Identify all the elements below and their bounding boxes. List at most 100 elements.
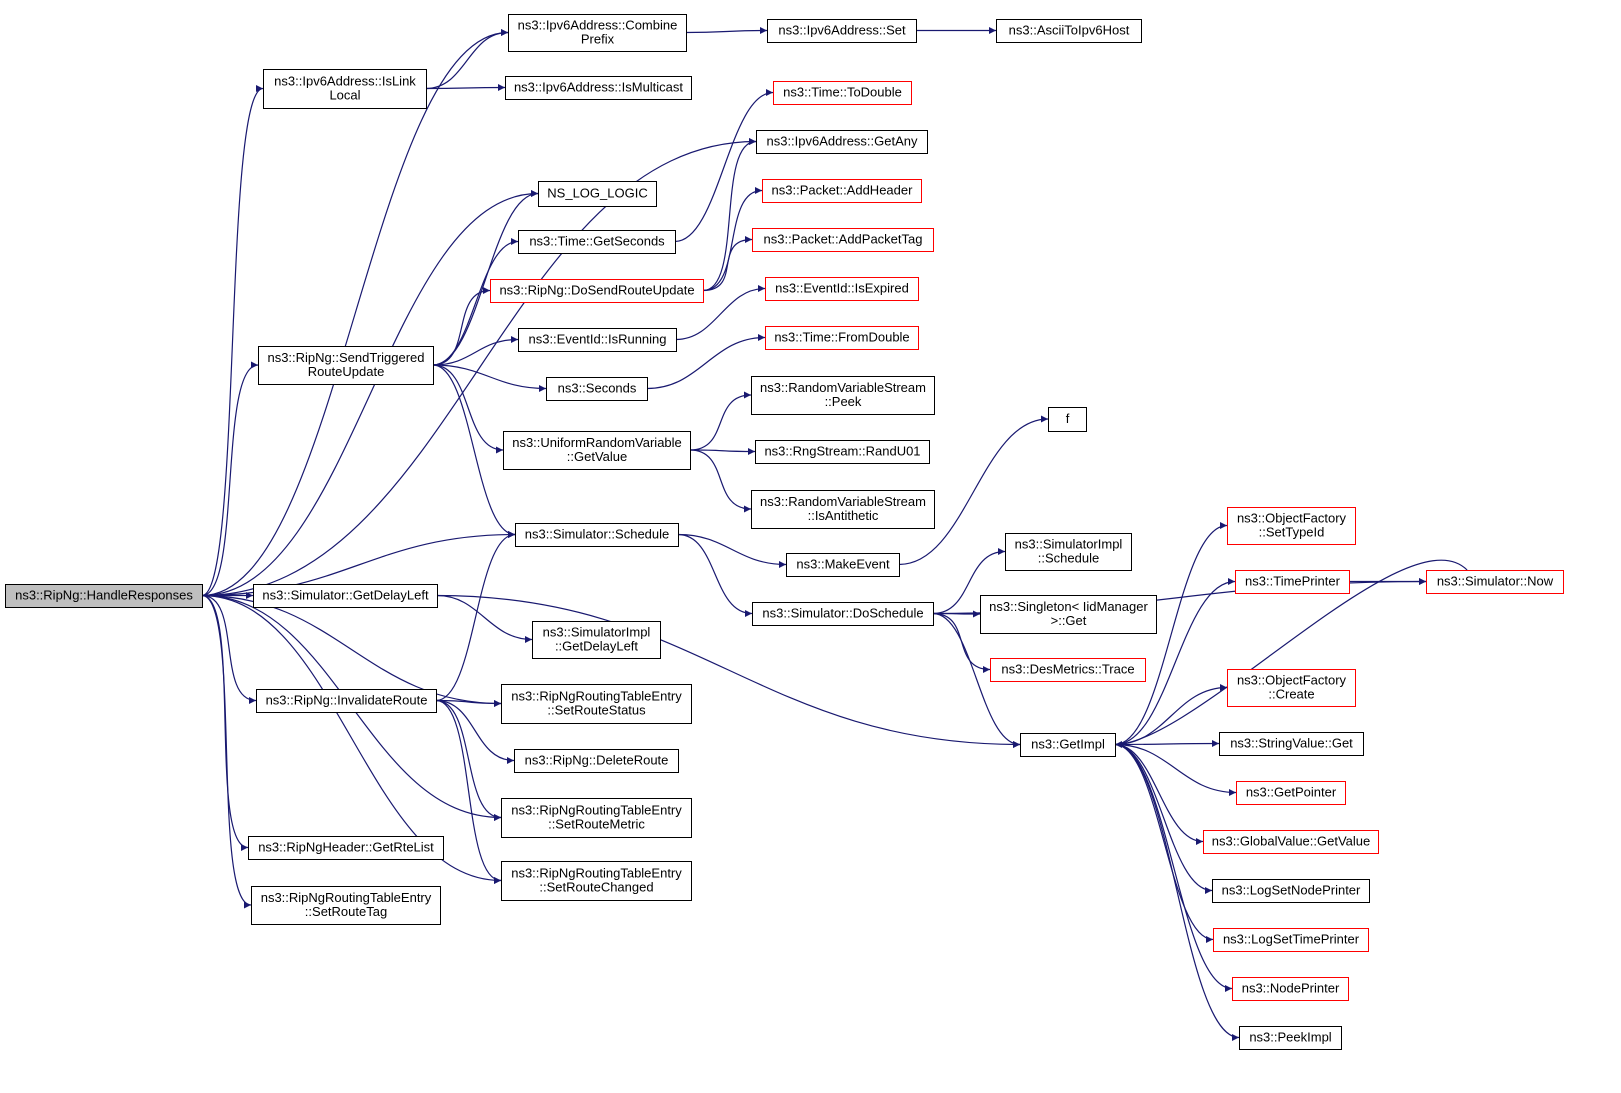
edge-get-impl-to-global-value-get-value xyxy=(1114,743,1204,845)
node-rt-set-route-status[interactable]: ns3::RipNgRoutingTableEntry::SetRouteSta… xyxy=(501,684,692,724)
node-make-event[interactable]: ns3::MakeEvent xyxy=(786,553,900,577)
node-label: ns3::Packet::AddHeader xyxy=(772,183,914,198)
node-label: ns3::Simulator::GetDelayLeft xyxy=(262,588,429,603)
nodes-layer: ns3::RipNg::HandleResponses ns3::Ipv6Addr… xyxy=(5,14,1564,1050)
node-box xyxy=(980,595,1157,634)
edge-invalidate-route-to-rt-set-route-changed xyxy=(435,699,502,884)
node-urv-get-value[interactable]: ns3::UniformRandomVariable::GetValue xyxy=(503,431,691,470)
node-event-id-is-expired[interactable]: ns3::EventId::IsExpired xyxy=(765,277,919,301)
node-rng-rand-u01[interactable]: ns3::RngStream::RandU01 xyxy=(755,440,930,464)
node-invalidate-route[interactable]: ns3::RipNg::InvalidateRoute xyxy=(256,689,437,713)
node-time-from-double[interactable]: ns3::Time::FromDouble xyxy=(765,326,919,350)
node-ns-log-logic[interactable]: NS_LOG_LOGIC xyxy=(538,181,657,207)
edge-send-triggered-route-update-to-sim-schedule xyxy=(432,364,516,538)
node-box xyxy=(490,279,704,303)
node-box xyxy=(1232,977,1349,1001)
node-global-value-get-value[interactable]: ns3::GlobalValue::GetValue xyxy=(1203,830,1379,854)
node-rt-set-route-tag[interactable]: ns3::RipNgRoutingTableEntry::SetRouteTag xyxy=(251,886,441,925)
node-box xyxy=(503,431,691,470)
node-node-printer[interactable]: ns3::NodePrinter xyxy=(1232,977,1349,1001)
node-log-set-time-printer[interactable]: ns3::LogSetTimePrinter xyxy=(1213,928,1369,952)
edge-get-impl-to-log-set-node-printer xyxy=(1114,743,1213,894)
edge-ipv6-is-link-local-to-ipv6-combine-prefix xyxy=(425,29,509,90)
node-label: ns3::RipNgRoutingTableEntry xyxy=(511,803,682,818)
node-box xyxy=(251,886,441,925)
node-label: ns3::RipNgRoutingTableEntry xyxy=(511,689,682,704)
node-box xyxy=(518,328,677,352)
node-rt-set-route-changed[interactable]: ns3::RipNgRoutingTableEntry::SetRouteCha… xyxy=(501,861,692,901)
node-box xyxy=(1236,781,1346,805)
node-box xyxy=(258,346,434,385)
edge-handle-responses-to-ipv6-combine-prefix xyxy=(201,29,509,597)
edge-sim-do-schedule-to-get-impl xyxy=(932,612,1021,748)
node-get-pointer[interactable]: ns3::GetPointer xyxy=(1236,781,1346,805)
edge-invalidate-route-to-sim-schedule xyxy=(435,531,516,702)
node-sim-do-schedule[interactable]: ns3::Simulator::DoSchedule xyxy=(752,602,934,626)
edge-invalidate-route-to-rt-set-route-metric xyxy=(435,699,502,821)
node-time-to-double[interactable]: ns3::Time::ToDouble xyxy=(773,81,912,105)
node-rvs-is-antithetic[interactable]: ns3::RandomVariableStream::IsAntithetic xyxy=(751,490,935,529)
node-do-send-route-update[interactable]: ns3::RipNg::DoSendRouteUpdate xyxy=(490,279,704,303)
node-of-create[interactable]: ns3::ObjectFactory::Create xyxy=(1227,669,1356,707)
edge-do-send-route-update-to-packet-add-header xyxy=(702,187,763,292)
node-sim-impl-schedule[interactable]: ns3::SimulatorImpl::Schedule xyxy=(1005,533,1132,571)
node-delete-route[interactable]: ns3::RipNg::DeleteRoute xyxy=(514,749,679,773)
node-packet-add-header[interactable]: ns3::Packet::AddHeader xyxy=(762,179,922,203)
node-box xyxy=(765,277,919,301)
node-label: Local xyxy=(329,88,360,103)
node-box xyxy=(518,230,676,254)
node-box xyxy=(1020,733,1116,757)
node-box xyxy=(263,69,427,109)
node-string-value-get[interactable]: ns3::StringValue::Get xyxy=(1219,732,1364,756)
node-box xyxy=(1212,879,1370,903)
node-singleton-get[interactable]: ns3::Singleton< IidManager>::Get xyxy=(980,595,1157,634)
node-log-set-node-printer[interactable]: ns3::LogSetNodePrinter xyxy=(1212,879,1370,903)
node-label: ns3::RipNgRoutingTableEntry xyxy=(511,866,682,881)
node-des-metrics-trace[interactable]: ns3::DesMetrics::Trace xyxy=(990,658,1146,682)
node-label: ::GetValue xyxy=(567,449,627,464)
node-label: ns3::Time::GetSeconds xyxy=(529,234,665,249)
node-box xyxy=(1048,407,1087,432)
node-event-id-is-running[interactable]: ns3::EventId::IsRunning xyxy=(518,328,677,352)
edge-sim-now-to-get-impl xyxy=(1114,559,1468,748)
node-ipv6-is-multicast[interactable]: ns3::Ipv6Address::IsMulticast xyxy=(505,76,692,100)
node-label: ns3::GetPointer xyxy=(1246,785,1337,800)
node-ascii-to-ipv6-host[interactable]: ns3::AsciiToIpv6Host xyxy=(996,19,1142,43)
node-peek-impl[interactable]: ns3::PeekImpl xyxy=(1239,1026,1342,1050)
node-box xyxy=(767,19,917,43)
node-sim-impl-get-delay-left[interactable]: ns3::SimulatorImpl::GetDelayLeft xyxy=(532,621,661,659)
node-ipv6-get-any[interactable]: ns3::Ipv6Address::GetAny xyxy=(756,130,928,154)
node-sim-get-delay-left[interactable]: ns3::Simulator::GetDelayLeft xyxy=(253,584,438,608)
node-of-set-type-id[interactable]: ns3::ObjectFactory::SetTypeId xyxy=(1227,507,1356,545)
edge-invalidate-route-to-rt-set-route-status xyxy=(435,699,502,707)
node-rt-set-route-metric[interactable]: ns3::RipNgRoutingTableEntry::SetRouteMet… xyxy=(501,798,692,838)
node-time-get-seconds[interactable]: ns3::Time::GetSeconds xyxy=(518,230,676,254)
edge-sim-schedule-to-make-event xyxy=(677,533,787,568)
node-box xyxy=(751,376,935,415)
edge-event-id-is-running-to-event-id-is-expired xyxy=(675,285,766,341)
node-sim-schedule[interactable]: ns3::Simulator::Schedule xyxy=(515,523,679,547)
node-packet-add-packet-tag[interactable]: ns3::Packet::AddPacketTag xyxy=(752,228,934,252)
edge-get-impl-to-time-printer xyxy=(1114,578,1236,746)
node-label: ns3::Time::ToDouble xyxy=(783,85,902,100)
node-f-func[interactable]: f xyxy=(1048,407,1087,432)
node-handle-responses[interactable]: ns3::RipNg::HandleResponses xyxy=(5,584,203,608)
node-ipv6-set[interactable]: ns3::Ipv6Address::Set xyxy=(767,19,917,43)
node-get-rte-list[interactable]: ns3::RipNgHeader::GetRteList xyxy=(248,836,444,860)
node-sim-now[interactable]: ns3::Simulator::Now xyxy=(1426,570,1564,594)
node-time-printer[interactable]: ns3::TimePrinter xyxy=(1235,570,1350,594)
edge-handle-responses-to-send-triggered-route-update xyxy=(201,361,259,597)
node-seconds[interactable]: ns3::Seconds xyxy=(546,377,648,401)
node-label: ns3::NodePrinter xyxy=(1242,981,1340,996)
node-rvs-peek[interactable]: ns3::RandomVariableStream::Peek xyxy=(751,376,935,415)
edge-handle-responses-to-rt-set-route-changed xyxy=(201,594,502,884)
node-label: ns3::TimePrinter xyxy=(1245,574,1341,589)
node-get-impl[interactable]: ns3::GetImpl xyxy=(1020,733,1116,757)
node-label: ns3::UniformRandomVariable xyxy=(512,435,682,450)
node-label: Prefix xyxy=(581,32,615,47)
node-label: f xyxy=(1066,411,1070,426)
